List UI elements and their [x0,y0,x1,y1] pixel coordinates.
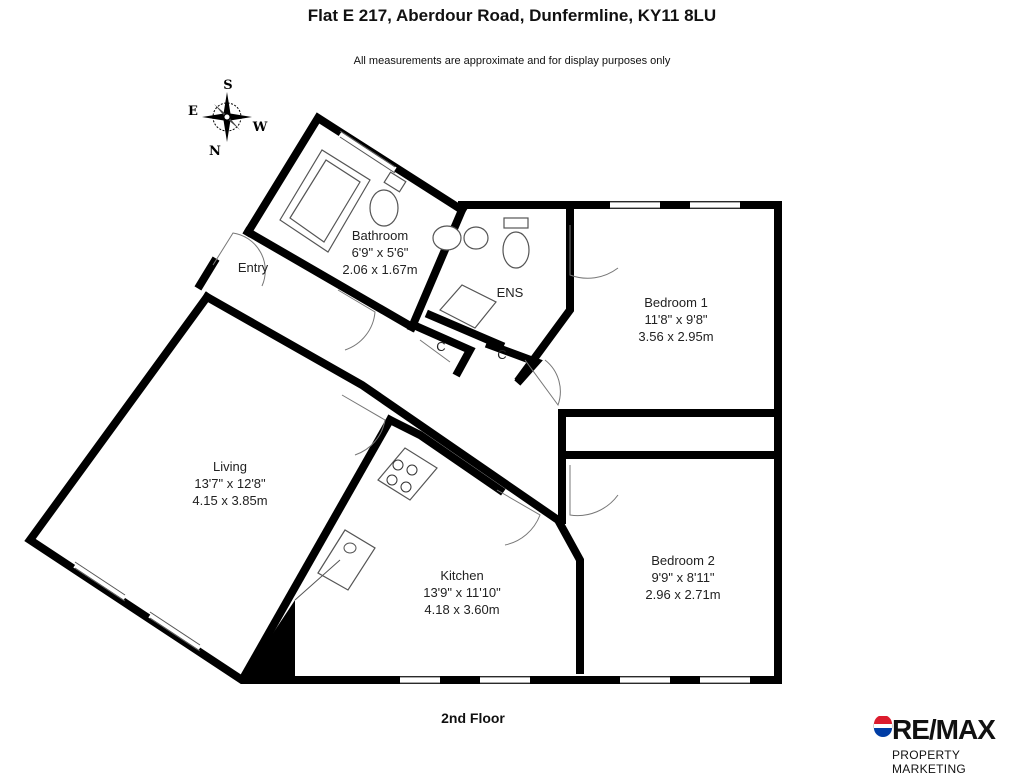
compass-e: E [188,104,198,119]
room-name: Bedroom 2 [651,553,715,568]
kitchen-sink-icon [317,529,376,591]
room-name: Living [213,459,247,474]
room-ens: ENS [497,285,524,300]
compass-n: N [209,144,221,159]
shower-icon [439,284,497,329]
disclaimer: All measurements are approximate and for… [353,55,671,67]
room-imperial: 6'9" x 5'6" [352,245,409,260]
toilet-icon [369,171,407,227]
room-imperial: 11'8" x 9'8" [644,312,707,327]
room-name: Bathroom [352,228,408,243]
room-metric: 3.56 x 2.95m [638,329,713,344]
room-entry: Entry [238,260,269,275]
room-metric: 4.15 x 3.85m [192,493,267,508]
room-imperial: 9'9" x 8'11" [651,570,714,585]
room-bedroom-2: Bedroom 2 9'9" x 8'11" 2.96 x 2.71m [645,553,720,602]
room-metric: 2.96 x 2.71m [645,587,720,602]
room-cupboard-2: C [497,347,506,362]
worktop-edge [294,559,341,601]
room-name: Kitchen [440,568,483,583]
compass-w: W [252,120,268,135]
compass-icon: S E W N [188,78,268,159]
floor-label: 2nd Floor [441,710,505,726]
room-imperial: 13'9" x 11'10" [423,585,501,600]
hob-icon [377,447,438,501]
remax-logo: RE/MAX PROPERTY MARKETING [872,714,1012,776]
bathtub-icon [279,149,371,253]
room-metric: 4.18 x 3.60m [424,602,499,617]
ens-toilet-icon [463,217,530,269]
room-metric: 2.06 x 1.67m [342,262,417,277]
sink-icon [432,225,462,251]
door-swings [212,225,619,546]
brand-sub: PROPERTY MARKETING [892,748,967,776]
room-bedroom-1: Bedroom 1 11'8" x 9'8" 3.56 x 2.95m [638,295,713,344]
room-cupboard-1: C [436,339,445,354]
kitchen-corner-fill [242,600,295,680]
room-name: Bedroom 1 [644,295,708,310]
room-living: Living 13'7" x 12'8" 4.15 x 3.85m [192,459,267,508]
compass-s: S [223,78,232,93]
room-kitchen: Kitchen 13'9" x 11'10" 4.18 x 3.60m [423,568,501,617]
balloon-icon [873,716,893,737]
windows [73,130,750,684]
brand-name: RE/MAX [892,714,996,745]
room-imperial: 13'7" x 12'8" [194,476,266,491]
room-bathroom: Bathroom 6'9" x 5'6" 2.06 x 1.67m [342,228,417,277]
plan-title: Flat E 217, Aberdour Road, Dunfermline, … [307,6,717,25]
